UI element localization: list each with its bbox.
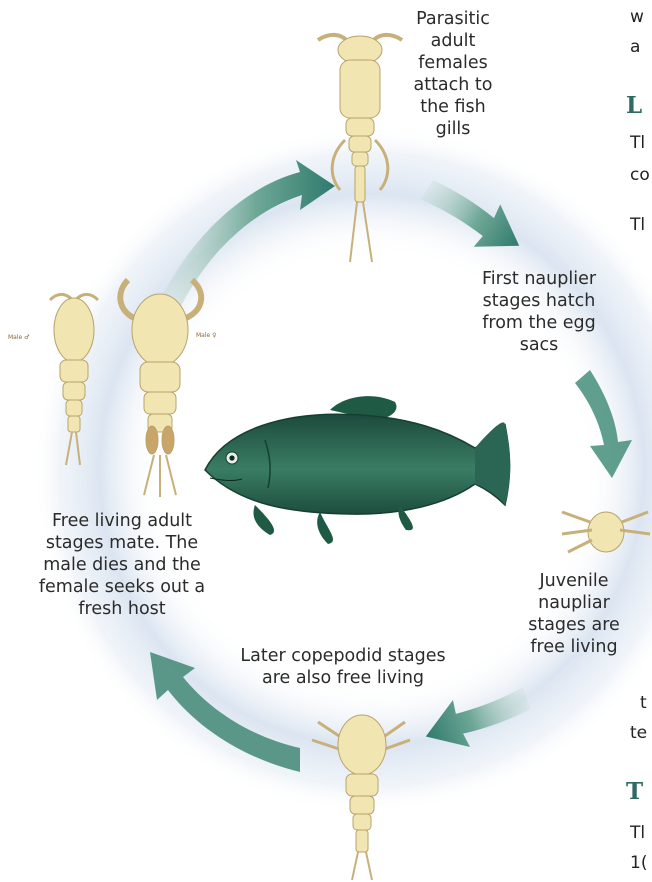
text-fragment-6: t [640,690,652,716]
label-juvenile-naupliar: Juvenile naupliar stages are free living [512,570,636,658]
text-fragment-9: 1( [630,850,652,876]
text-fragment-7: te [630,720,652,746]
male-sex-label: Male ♂ [8,334,30,341]
text-fragment-4: co [630,162,652,188]
text-fragment-5: Tl [630,212,652,238]
text-fragment-2: a [630,34,652,60]
label-first-nauplier: First nauplier stages hatch from the egg… [464,268,614,356]
text-fragment-8: Tl [630,820,652,846]
female-sex-label: Male ♀ [196,332,217,339]
text-fragment-3: Tl [630,130,652,156]
section-heading-2: T [626,778,652,805]
label-free-living-adult: Free living adult stages mate. The male … [22,510,222,620]
label-copepodid: Later copepodid stages are also free liv… [228,645,458,689]
text-fragment-1: w [630,4,652,30]
section-heading-1: L [626,92,652,119]
label-parasitic-females: Parasitic adult females attach to the fi… [388,8,518,140]
